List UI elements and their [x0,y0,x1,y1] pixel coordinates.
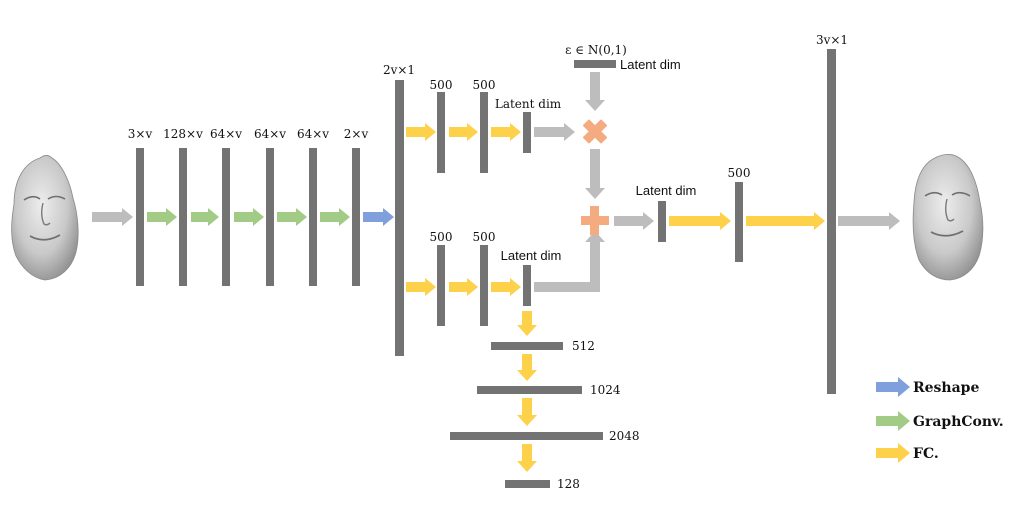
side-label-2048: 2048 [609,429,640,443]
decoder-latent-bar [658,201,666,242]
mu-latent-label: Latent dim [495,97,562,111]
flatten-bar [395,80,404,356]
arrow-fc-down [517,398,537,426]
arrow-fc [406,123,436,141]
epsilon-label: ε ∈ N(0,1) [565,43,627,57]
sigma-branch: 500 500 Latent dim [406,230,605,326]
arrow-gray-elbow [534,231,605,292]
side-bar-128 [505,480,550,488]
mu-fc2-bar [480,92,488,173]
arrow-graphconv [234,208,264,226]
encoder-label-4: 64×v [254,127,286,141]
mu-branch: 500 500 Latent dim [406,78,575,173]
epsilon-bar [574,60,616,68]
sampling: ε ∈ N(0,1) Latent dim [565,43,681,235]
encoder-layer-bar [179,148,187,286]
arrow-fc [491,278,521,296]
arrow-fc-down [517,311,537,336]
side-label-512: 512 [572,339,595,353]
arrow-fc-down [517,354,537,381]
arrow-gray-down [585,72,605,111]
sigma-fc1-bar [437,245,445,326]
encoder: 3×v 128×v 64×v 64×v 64×v 2×v 2v×1 [92,63,415,356]
decoder-output-bar [827,49,836,394]
input-face-image [11,154,79,281]
decoder: Latent dim 500 3v×1 [636,33,900,394]
legend-graphconv-label: GraphConv. [913,414,1004,430]
sigma-fc2-label: 500 [473,230,496,244]
sigma-latent-label: Latent dim [501,248,562,263]
legend-reshape-label: Reshape [913,380,979,396]
sigma-fc1-label: 500 [430,230,453,244]
arrow-gray [614,212,654,230]
side-label-128: 128 [557,477,580,491]
decoder-fc-label: 500 [728,166,751,180]
side-bar-1024 [477,386,582,394]
sigma-latent-bar [523,265,531,306]
plus-icon [581,206,609,235]
legend: Reshape GraphConv. FC. [876,377,1004,463]
encoder-label-2: 128×v [163,127,203,141]
legend-graphconv-arrow [876,411,910,431]
side-branch: 512 1024 2048 128 [450,311,640,491]
decoder-output-label: 3v×1 [816,33,848,47]
legend-fc-label: FC. [913,446,939,462]
arrow-fc [491,123,521,141]
decoder-fc-bar [735,182,743,262]
arrow-fc [746,212,825,230]
side-bar-512 [491,342,563,350]
encoder-layer-bar [136,148,144,286]
arrow-gray-output [838,212,900,230]
arrow-fc [406,278,436,296]
side-bar-2048 [450,432,603,440]
arrow-fc [449,123,478,141]
arrow-reshape [363,208,394,226]
multiply-icon [583,119,607,144]
encoder-layer-bar [309,148,317,286]
arrow-graphconv [191,208,219,226]
mu-latent-bar [523,112,531,153]
output-face-image [912,154,984,281]
sigma-fc2-bar [480,245,488,326]
legend-fc-arrow [876,443,910,463]
side-label-1024: 1024 [590,383,621,397]
arrow-graphconv [320,208,350,226]
arrow-fc-down [517,444,537,472]
arrow-fc [669,212,731,230]
arrow-graphconv [277,208,307,226]
encoder-label-6: 2×v [344,127,369,141]
encoder-layer-bar [222,148,230,286]
mu-fc1-label: 500 [430,78,453,92]
encoder-label-3: 64×v [210,127,242,141]
decoder-latent-label: Latent dim [636,183,697,198]
arrow-gray-input [92,208,133,226]
encoder-layer-bar [266,148,274,286]
flatten-label: 2v×1 [383,63,415,77]
mu-fc2-label: 500 [473,78,496,92]
encoder-label-5: 64×v [297,127,329,141]
mu-fc1-bar [437,92,445,173]
encoder-label-1: 3×v [128,127,153,141]
epsilon-dim-label: Latent dim [620,57,681,72]
encoder-layer-bar [352,148,360,286]
legend-reshape-arrow [876,377,910,397]
arrow-gray [534,123,575,141]
arrow-graphconv [147,208,177,226]
arrow-gray-down [585,149,605,199]
arrow-fc [449,278,478,296]
